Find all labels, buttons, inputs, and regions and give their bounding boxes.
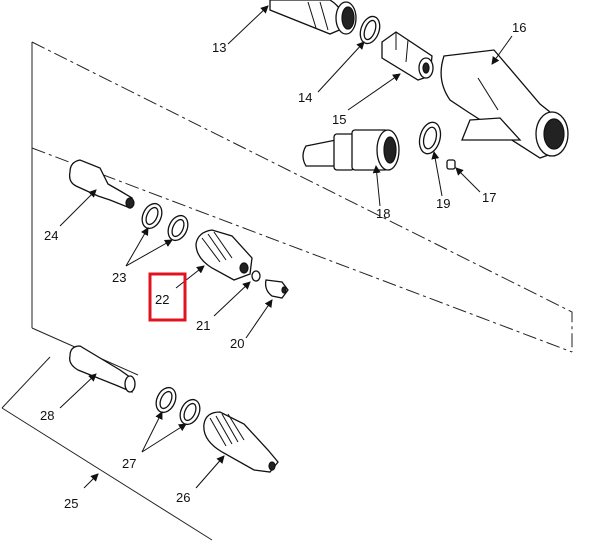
callout-15: 15 — [332, 112, 346, 127]
highlight-box-22 — [148, 272, 187, 322]
callout-21: 21 — [196, 318, 210, 333]
part-15-hex-nut — [381, 31, 434, 81]
part-21-small-o-ring — [251, 270, 261, 282]
part-13-barrel — [269, 0, 357, 35]
callout-20: 20 — [230, 336, 244, 351]
part-20-tip — [264, 279, 289, 299]
callout-25: 25 — [64, 496, 78, 511]
callout-28: 28 — [40, 408, 54, 423]
callout-18: 18 — [376, 206, 390, 221]
callout-19: 19 — [436, 196, 450, 211]
part-27-o-rings — [155, 386, 201, 426]
callout-13: 13 — [212, 40, 226, 55]
callout-14: 14 — [298, 90, 312, 105]
part-23-o-rings — [141, 202, 189, 242]
part-16-y-block — [440, 49, 569, 159]
callout-16: 16 — [512, 20, 526, 35]
callout-17: 17 — [482, 190, 496, 205]
part-14-o-ring — [359, 15, 381, 45]
part-26-nozzle — [203, 411, 279, 473]
callout-26: 26 — [176, 490, 190, 505]
callout-27: 27 — [122, 456, 136, 471]
callout-23: 23 — [112, 270, 126, 285]
callout-22: 22 — [155, 292, 169, 307]
part-18-adapter — [302, 129, 400, 171]
part-19-o-ring — [418, 121, 442, 155]
part-17-set-screw — [446, 159, 456, 170]
part-24-electrode — [68, 159, 135, 209]
part-28-electrode — [69, 345, 136, 393]
callout-24: 24 — [44, 228, 58, 243]
part-22-swirl-ring — [195, 229, 253, 281]
assembly-outline — [1, 41, 573, 541]
